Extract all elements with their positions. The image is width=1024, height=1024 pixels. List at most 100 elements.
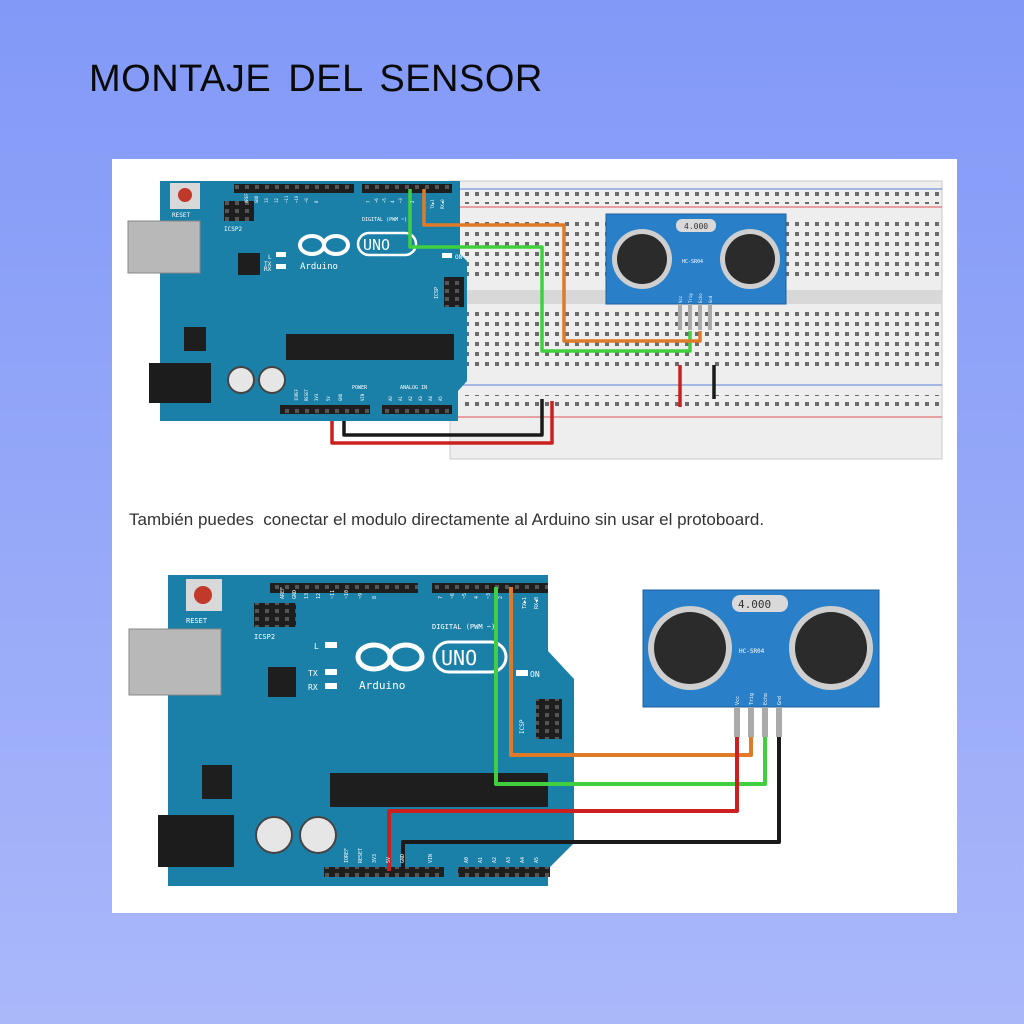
- pin-3-bottom: ~3: [486, 593, 492, 599]
- led-tx-label-bottom: TX: [308, 669, 318, 678]
- pin-rx-bottom: RX◀0: [534, 597, 540, 609]
- pin-5v-top: 5V: [326, 396, 331, 401]
- pin-vin-top: VIN: [360, 393, 365, 401]
- pin-a5-bottom: A5: [534, 857, 540, 863]
- pin-7-top: 7: [366, 200, 371, 203]
- pin-4-bottom: 4: [474, 596, 480, 599]
- pin-10-bottom: ~10: [344, 590, 350, 599]
- power-label-top: POWER: [352, 385, 368, 391]
- pin-reset-top: RESET: [304, 388, 309, 401]
- sensor-pin-echo-top: Echo: [698, 293, 703, 303]
- wires-top: [330, 189, 716, 445]
- led-l-label-top: L: [268, 254, 272, 261]
- pin-12-bottom: 12: [316, 593, 322, 599]
- pin-6-bottom: ~6: [450, 593, 456, 599]
- icsp2-label-bottom: ICSP2: [254, 633, 275, 641]
- pin-5-top: ~5: [382, 198, 387, 203]
- led-rx-label-bottom: RX: [308, 683, 318, 692]
- led-tx-label-top: TX: [264, 261, 272, 268]
- pin-tx-bottom: TX▶1: [522, 597, 528, 609]
- digital-label-bottom: DIGITAL (PWM ~): [432, 623, 495, 631]
- pin-11-bottom: ~11: [330, 590, 336, 599]
- pin-gnd2-bottom: GND: [400, 854, 406, 863]
- pin-a0-bottom: A0: [464, 857, 470, 863]
- arduino-logo-bottom: [355, 640, 508, 674]
- pin-13-bottom: 13: [304, 593, 310, 599]
- pin-4-top: 4: [390, 200, 395, 203]
- reset-label-top: RESET: [172, 212, 190, 219]
- sensor-bottom: [642, 589, 880, 737]
- pin-a3-top: A3: [418, 396, 423, 401]
- pin-ioref-bottom: IOREF: [344, 848, 350, 863]
- pin-9-top: ~9: [304, 198, 309, 203]
- top-diagram: [127, 180, 943, 460]
- pin-2-bottom: 2: [498, 596, 504, 599]
- led-on-label-top: ON: [455, 254, 463, 261]
- icsp-label-bottom: ICSP: [519, 719, 526, 734]
- pin-ioref-top: IOREF: [294, 388, 299, 401]
- sensor-model-bottom: HC-SR04: [739, 648, 765, 655]
- diagram-caption: También puedes conectar el modulo direct…: [129, 510, 765, 529]
- arduino-board-bottom: [128, 575, 574, 886]
- pin-a1-top: A1: [398, 396, 403, 401]
- icsp2-label-top: ICSP2: [224, 226, 242, 233]
- sensor-pin-trig-bottom: Trig: [749, 693, 755, 705]
- pin-10-top: ~10: [294, 195, 299, 203]
- pin-vin-bottom: VIN: [428, 854, 434, 863]
- pin-rx-top: RX◀0: [440, 199, 445, 209]
- arduino-logo-top: [298, 231, 418, 257]
- pin-a0-top: A0: [388, 396, 393, 401]
- pin-2-top: 2: [410, 200, 415, 203]
- pin-gnd-bottom: GND: [292, 590, 298, 599]
- reset-button-icon: [178, 188, 192, 202]
- sensor-top: [605, 213, 787, 330]
- pin-6-top: ~6: [374, 198, 379, 203]
- analog-label-top: ANALOG IN: [400, 385, 427, 391]
- reset-label-bottom: RESET: [186, 617, 208, 625]
- reset-button-icon-bottom: [194, 586, 212, 604]
- pin-3v3-top: 3V3: [314, 393, 319, 401]
- sensor-pin-gnd-bottom: Gnd: [777, 696, 783, 705]
- pin-5v-bottom: 5V: [386, 857, 392, 863]
- pin-a2-bottom: A2: [492, 857, 498, 863]
- arduino-board-top: [127, 181, 467, 421]
- pin-8-bottom: 8: [372, 596, 378, 599]
- uno-logo-text-top: UNO: [363, 236, 390, 254]
- sensor-pin-trig-top: Trig: [688, 293, 693, 303]
- wires-bottom: [387, 587, 781, 871]
- pin-11-top: ~11: [284, 195, 289, 203]
- pin-5-bottom: ~5: [462, 593, 468, 599]
- pin-gnd-top: GND: [254, 195, 259, 203]
- sensor-model-top: HC-SR04: [682, 259, 703, 265]
- wiring-diagrams: RESET ICSP2 DIGITAL (PWM ~) L TX RX ON U…: [127, 180, 943, 886]
- pin-a4-top: A4: [428, 396, 433, 401]
- pin-8-top: 8: [314, 200, 319, 203]
- arduino-brand-bottom: Arduino: [359, 679, 405, 692]
- led-l-label-bottom: L: [314, 642, 319, 651]
- pin-a3-bottom: A3: [506, 857, 512, 863]
- pin-3-top: ~3: [398, 198, 403, 203]
- pin-a4-bottom: A4: [520, 857, 526, 863]
- led-rx-label-top: RX: [264, 266, 272, 273]
- sensor-pin-vcc-top: Vcc: [678, 295, 683, 303]
- sensor-pin-echo-bottom: Echo: [763, 693, 769, 705]
- crystal-label-top: 4.000: [684, 222, 708, 231]
- pin-13-top: 13: [264, 198, 269, 203]
- crystal-label-bottom: 4.000: [738, 598, 771, 611]
- uno-logo-text-bottom: UNO: [441, 646, 477, 670]
- pin-3v3-bottom: 3V3: [372, 854, 378, 863]
- digital-label-top: DIGITAL (PWM ~): [362, 217, 407, 223]
- arduino-brand-top: Arduino: [300, 262, 338, 272]
- icsp-label-top: ICSP: [434, 287, 440, 299]
- sensor-pin-gnd-top: Gnd: [708, 295, 713, 303]
- sensor-pin-vcc-bottom: Vcc: [735, 696, 741, 705]
- pin-aref-top: AREF: [244, 193, 249, 203]
- pin-gnd2-top: GND: [338, 393, 343, 401]
- slide-title: MONTAJE DEL SENSOR: [89, 58, 543, 100]
- pin-a2-top: A2: [408, 396, 413, 401]
- pin-a5-top: A5: [438, 396, 443, 401]
- diagram-panel: RESET ICSP2 DIGITAL (PWM ~) L TX RX ON U…: [112, 159, 957, 913]
- pin-7-bottom: 7: [438, 596, 444, 599]
- pin-tx-top: TX▶1: [430, 199, 435, 209]
- pin-12-top: 12: [274, 198, 279, 203]
